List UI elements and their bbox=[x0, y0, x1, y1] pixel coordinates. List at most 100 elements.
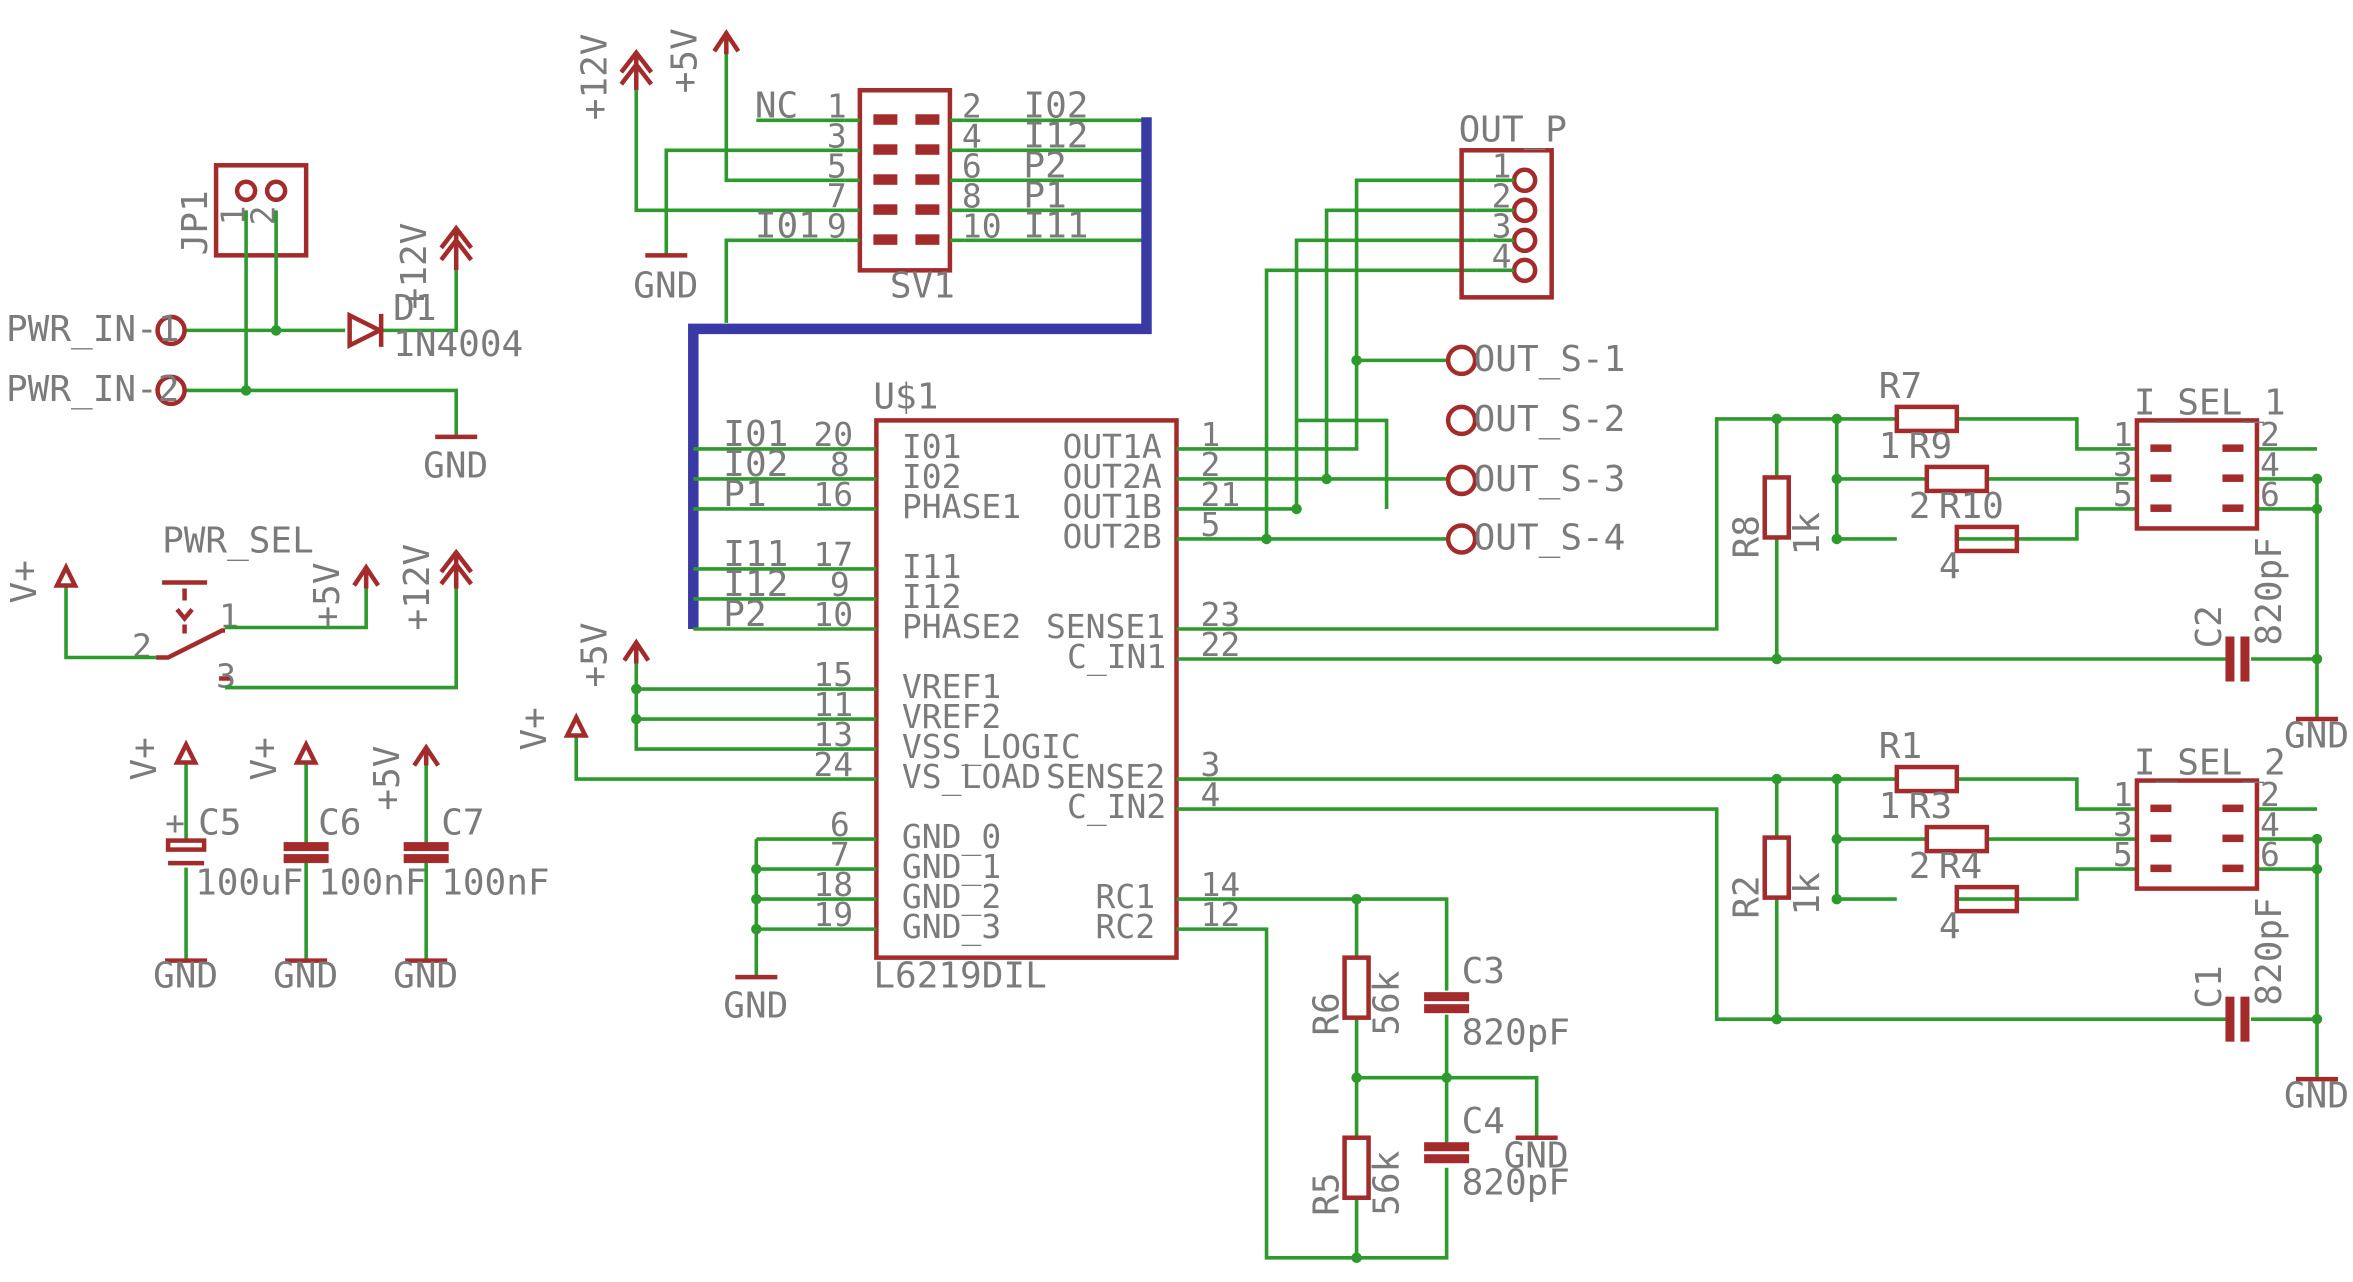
u1-pin-num: 5 bbox=[1201, 505, 1221, 544]
c5-polarized-plate bbox=[165, 838, 207, 852]
i-sel-2-pin: 3 bbox=[2113, 805, 2133, 844]
current-select-2-section: R1 1 R3 2 R4 4 R2 1k C1 820pF I_SEL_2 1 … bbox=[1176, 726, 2349, 1117]
out-p-pin: 2 bbox=[1492, 176, 1512, 215]
junction bbox=[1831, 893, 1843, 905]
sv1-pin-2: 2 bbox=[962, 86, 982, 125]
out-p-pad bbox=[1511, 227, 1538, 254]
out-s4-connector[interactable] bbox=[1445, 523, 1478, 555]
switch-p5v-label: +5V bbox=[307, 562, 348, 627]
c1-plate-right bbox=[2240, 996, 2250, 1042]
u1-pin-name: GND_2 bbox=[902, 877, 1001, 917]
i-sel-1-body bbox=[2134, 418, 2260, 531]
sv1-pin-4: 4 bbox=[962, 116, 982, 155]
i-sel-2-pin: 1 bbox=[2113, 775, 2133, 814]
u1-pin-num: 4 bbox=[1201, 775, 1221, 814]
out-s3-connector[interactable] bbox=[1445, 464, 1478, 497]
u1-bus-wires bbox=[693, 447, 877, 631]
u1-net-label: I11 bbox=[723, 534, 788, 575]
c6-plate-top bbox=[283, 842, 329, 852]
p12v-arrow-icon bbox=[439, 224, 473, 271]
i-sel-1-name: I_SEL_1 bbox=[2134, 382, 2286, 423]
junction bbox=[1831, 833, 1843, 845]
out-p-pad bbox=[1511, 257, 1538, 284]
u1-name: U$1 bbox=[873, 376, 938, 417]
u1-pin-num: 7 bbox=[830, 835, 850, 874]
junction bbox=[1831, 473, 1843, 485]
pwr-in1-connector[interactable] bbox=[155, 314, 187, 347]
sv1-net-label: I11 bbox=[1023, 205, 1088, 246]
sv1-pin-9: 9 bbox=[827, 206, 847, 245]
u1-net-label: I02 bbox=[723, 444, 788, 485]
sv1-net-label: I12 bbox=[1023, 115, 1088, 156]
switch-vplus-label: V+ bbox=[4, 560, 45, 603]
p12v-arrow-icon bbox=[439, 548, 473, 589]
r2-resistor bbox=[1762, 835, 1792, 900]
junction bbox=[270, 325, 282, 336]
c2-plate-right bbox=[2240, 636, 2250, 682]
junction bbox=[1771, 773, 1783, 785]
junction bbox=[1321, 473, 1332, 485]
u1-pin-name: RC2 bbox=[1095, 907, 1155, 946]
sv1-header-section: +12V +5V GND SV1 NC I01 1 3 5 7 9 2 4 6 … bbox=[574, 28, 1147, 323]
current-select-1-section: R7 1 R9 2 R10 4 R8 1k C2 820pF I_SEL_1 1… bbox=[1176, 366, 2349, 757]
sv1-pin-8: 8 bbox=[962, 176, 982, 215]
u1-pin-name: PHASE1 bbox=[902, 487, 1021, 526]
out-s-label: OUT_S-3 bbox=[1474, 459, 1626, 500]
jp1-name: JP1 bbox=[175, 190, 216, 255]
u1-pin-name: OUT1B bbox=[1062, 487, 1161, 526]
vplus-arrow-icon bbox=[173, 739, 199, 765]
rc-timing-section: R6 56k R5 56k C3 820pF C4 820pF GND bbox=[1176, 893, 1570, 1264]
decoupling-caps-section: + C5 100uF V+ GND C6 100nF V+ GND C7 100… bbox=[124, 737, 549, 996]
junction bbox=[1351, 1252, 1362, 1264]
out-s1-connector[interactable] bbox=[1445, 344, 1478, 377]
junction bbox=[631, 713, 642, 725]
output-connectors-section: OUT_P 1 2 3 4 OUT_S-1 OUT_S-2 OUT_S-3 OU… bbox=[1445, 109, 1626, 558]
r1-resistor bbox=[1894, 764, 1960, 794]
jp1-pin1-pad bbox=[234, 179, 258, 203]
d1-diode-symbol bbox=[347, 311, 385, 350]
r2-value: 1k bbox=[1787, 872, 1828, 916]
u1-pin-num: 11 bbox=[813, 685, 853, 724]
u1-pin-name: I02 bbox=[902, 457, 962, 496]
r3-resistor bbox=[1924, 824, 1990, 854]
out-p-pin: 1 bbox=[1492, 146, 1512, 185]
switch-linkage bbox=[175, 588, 194, 634]
r6-name: R6 bbox=[1307, 992, 1348, 1035]
r4-resistor bbox=[1954, 884, 2020, 914]
r7-name: R7 bbox=[1879, 366, 1922, 407]
i-sel-2-pin: 5 bbox=[2113, 835, 2133, 874]
out-p-name: OUT_P bbox=[1459, 109, 1567, 150]
c2-name: C2 bbox=[2189, 605, 2230, 648]
pwr-in2-connector[interactable] bbox=[155, 374, 187, 407]
r6-value: 56k bbox=[1367, 970, 1408, 1035]
u1-supply-wires bbox=[574, 660, 877, 976]
u1-gnd-label: GND bbox=[723, 986, 788, 1027]
p12v-arrow-icon bbox=[619, 49, 654, 91]
switch-wires bbox=[64, 576, 458, 690]
u1-p5v-label: +5V bbox=[574, 622, 615, 687]
c7-gnd-label: GND bbox=[393, 956, 458, 997]
signal-bus bbox=[688, 117, 1152, 629]
sv1-pin-10: 10 bbox=[962, 206, 1002, 245]
u1-driver-section: U$1 L6219DIL +5V V+ GND I01 20 I01 I02 8… bbox=[514, 178, 1477, 1027]
junction bbox=[1351, 355, 1362, 366]
c3-plate-bottom bbox=[1424, 1004, 1470, 1014]
pwr-in2-label: PWR_IN-2 bbox=[6, 369, 179, 410]
sv1-pin-3: 3 bbox=[827, 116, 847, 155]
u1-left-pins: I01 20 I01 I02 8 I02 P1 16 PHASE1 I11 17… bbox=[723, 414, 1080, 947]
u1-vplus-label: V+ bbox=[514, 707, 555, 750]
out-s2-connector[interactable] bbox=[1445, 404, 1478, 437]
u1-pin-num: 1 bbox=[1201, 415, 1221, 454]
junction bbox=[2311, 863, 2323, 875]
u1-pin-name: OUT2B bbox=[1062, 517, 1161, 556]
u1-pin-name: I12 bbox=[902, 577, 962, 616]
sv1-pin-6: 6 bbox=[962, 146, 982, 185]
sv1-name: SV1 bbox=[890, 265, 955, 306]
sv1-p5v-label: +5V bbox=[664, 28, 705, 93]
sel2-gnd-label: GND bbox=[2284, 1076, 2349, 1117]
d1-value: 1N4004 bbox=[393, 324, 523, 365]
d1-name: D1 bbox=[393, 288, 436, 329]
c2-value: 820pF bbox=[2249, 537, 2290, 645]
u1-pin-num: 2 bbox=[1201, 445, 1221, 484]
c4-value: 820pF bbox=[1462, 1163, 1570, 1204]
